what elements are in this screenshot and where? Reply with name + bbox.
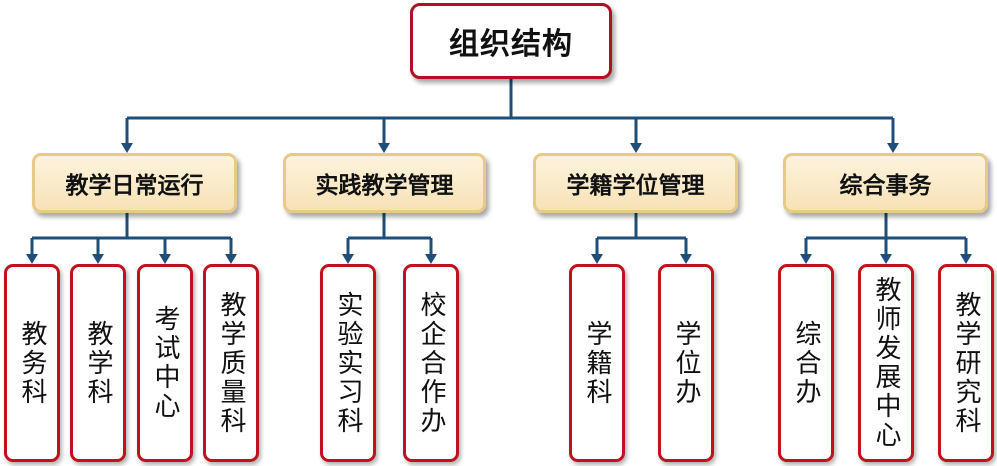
arrowhead xyxy=(680,254,692,264)
unit-box: 学籍科 xyxy=(569,264,625,462)
unit-box: 考试中心 xyxy=(137,264,193,462)
category-label: 教学日常运行 xyxy=(65,173,204,199)
unit-label: 校企合作办 xyxy=(416,290,446,436)
unit-label: 教学质量科 xyxy=(216,290,246,436)
unit-label: 学籍科 xyxy=(582,319,612,407)
org-root-box: 组织结构 xyxy=(410,3,612,79)
unit-box: 教学质量科 xyxy=(203,264,259,462)
unit-box: 实验实习科 xyxy=(320,264,376,462)
unit-box: 教师发展中心 xyxy=(858,264,914,462)
unit-box: 教务科 xyxy=(4,264,60,462)
unit-box: 学位办 xyxy=(658,264,714,462)
arrowhead xyxy=(342,254,354,264)
unit-box: 教学研究科 xyxy=(938,264,994,462)
arrowhead xyxy=(630,143,642,153)
unit-box: 校企合作办 xyxy=(403,264,459,462)
category-practice-teaching: 实践教学管理 xyxy=(283,153,486,213)
arrowhead xyxy=(92,254,104,264)
unit-box: 综合办 xyxy=(778,264,834,462)
unit-box: 教学科 xyxy=(70,264,126,462)
arrowhead xyxy=(121,143,133,153)
arrowhead xyxy=(159,254,171,264)
unit-label: 综合办 xyxy=(791,319,821,407)
arrowhead xyxy=(887,143,899,153)
unit-label: 实验实习科 xyxy=(333,290,363,436)
unit-label: 学位办 xyxy=(671,319,701,407)
category-general-affairs: 综合事务 xyxy=(783,153,988,213)
arrowhead xyxy=(800,254,812,264)
unit-label: 教学科 xyxy=(83,319,113,407)
arrowhead xyxy=(425,254,437,264)
arrowhead xyxy=(591,254,603,264)
category-label: 实践教学管理 xyxy=(315,173,454,199)
category-label: 综合事务 xyxy=(839,173,932,199)
unit-label: 教师发展中心 xyxy=(871,276,901,450)
category-student-status-degree: 学籍学位管理 xyxy=(533,153,738,213)
category-teaching-operation: 教学日常运行 xyxy=(32,153,237,213)
org-root-label: 组织结构 xyxy=(449,27,573,62)
arrowhead xyxy=(26,254,38,264)
arrowhead xyxy=(880,254,892,264)
unit-label: 教学研究科 xyxy=(951,290,981,436)
unit-label: 教务科 xyxy=(17,319,47,407)
arrowhead xyxy=(225,254,237,264)
arrowhead xyxy=(378,143,390,153)
category-label: 学籍学位管理 xyxy=(566,173,705,199)
unit-label: 考试中心 xyxy=(150,305,180,421)
arrowhead xyxy=(960,254,972,264)
